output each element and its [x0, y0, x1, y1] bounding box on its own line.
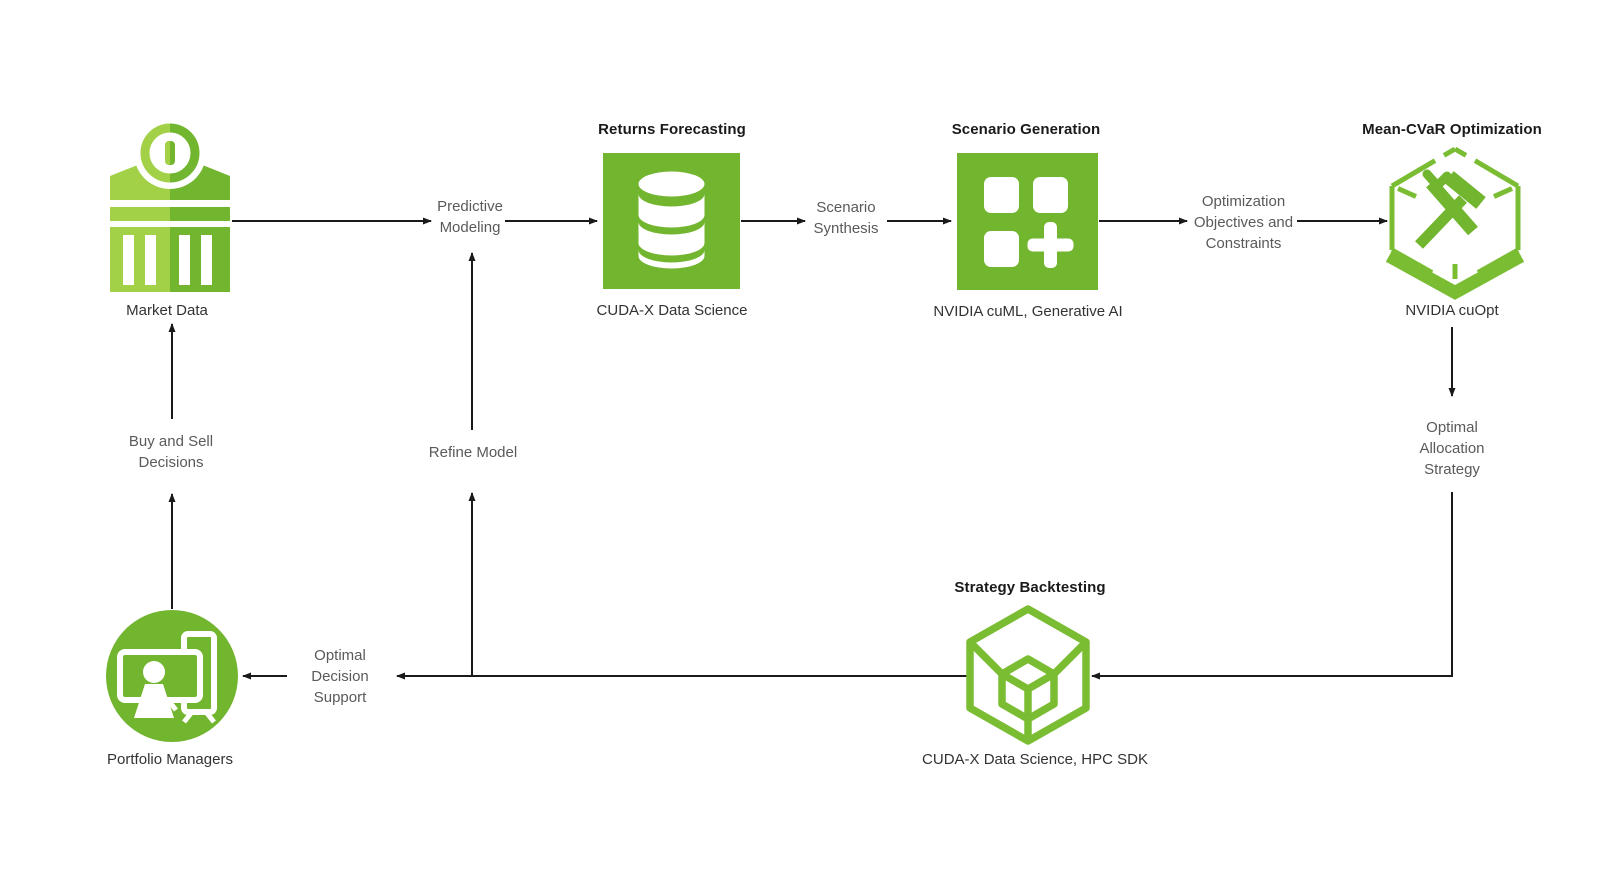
- coin-ring: [140, 123, 200, 183]
- market-data-label: Market Data: [126, 302, 208, 319]
- grid-plus-icon: [957, 153, 1098, 290]
- bank-band: [110, 207, 230, 221]
- coin-bar: [165, 141, 175, 165]
- portfolio-managers-label: Portfolio Managers: [107, 751, 233, 768]
- hexagon-outline: [1389, 146, 1521, 279]
- optimal-allocation-label: Optimal Allocation Strategy: [1419, 419, 1485, 478]
- database-cylinder: [638, 171, 705, 269]
- bank-columns: [123, 235, 212, 285]
- bank-icon: [110, 120, 230, 292]
- hexagon-banner: [1385, 250, 1525, 300]
- presenter-icon: [106, 610, 238, 742]
- arrow-allocation-to-backtesting: [1091, 492, 1453, 680]
- optimization-objectives-label: Optimization Objectives and Constraints: [1193, 193, 1294, 252]
- strategy-backtesting-title: Strategy Backtesting: [954, 579, 1106, 596]
- returns-forecasting-caption: CUDA-X Data Science: [596, 302, 748, 319]
- grid-tile: [957, 153, 1098, 290]
- cube-icon: [966, 605, 1090, 745]
- refine-model-label: Refine Model: [428, 444, 518, 461]
- cube-wireframe: [966, 605, 1090, 745]
- scenario-synthesis-label: Scenario Synthesis: [813, 199, 879, 237]
- returns-forecasting-title: Returns Forecasting: [598, 121, 746, 138]
- person-head: [143, 661, 165, 683]
- scenario-generation-caption: NVIDIA cuML, Generative AI: [933, 303, 1123, 320]
- wrench-hammer-icon: [1415, 169, 1486, 249]
- hexagon-tools-icon: [1385, 146, 1525, 300]
- strategy-backtesting-caption: CUDA-X Data Science, HPC SDK: [922, 751, 1148, 768]
- mean-cvar-caption: NVIDIA cuOpt: [1405, 302, 1499, 319]
- person-body: [134, 684, 174, 718]
- database-icon: [603, 153, 740, 289]
- optimal-decision-label: Optimal Decision Support: [311, 647, 369, 706]
- grid-squares: [984, 177, 1074, 268]
- scenario-generation-title: Scenario Generation: [951, 121, 1101, 138]
- mean-cvar-title: Mean-CVaR Optimization: [1362, 121, 1542, 138]
- predictive-modeling-label: Predictive Modeling: [437, 198, 503, 236]
- buy-sell-label: Buy and Sell Decisions: [128, 433, 214, 471]
